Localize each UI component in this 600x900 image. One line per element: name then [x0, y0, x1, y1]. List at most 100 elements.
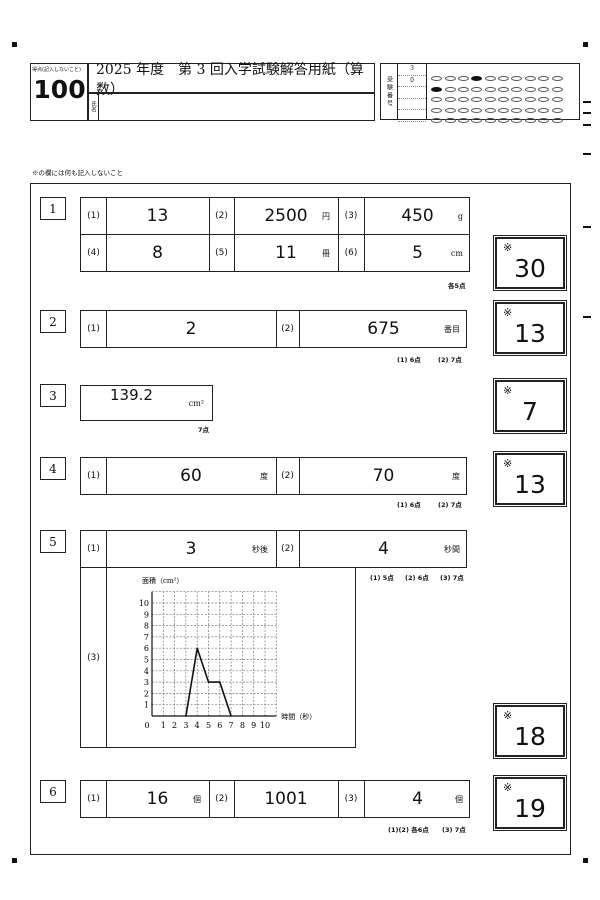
total-score-box: 得点(記入しないこと) 100 — [30, 63, 89, 121]
digit-bubble[interactable] — [471, 86, 483, 92]
digit-bubble[interactable] — [457, 107, 469, 113]
digit-bubble[interactable] — [471, 97, 483, 102]
answer-field[interactable]: 13 — [106, 198, 210, 234]
digit-bubble[interactable] — [498, 86, 510, 92]
question-number: 4 — [40, 457, 66, 480]
exam-digit: 0 — [398, 76, 426, 87]
digit-bubble[interactable] — [457, 76, 469, 81]
digit-bubble[interactable] — [457, 118, 469, 123]
item-label: (6) — [344, 248, 358, 258]
unit-label: 秒後 — [252, 544, 268, 554]
digit-bubble[interactable] — [484, 97, 496, 102]
digit-bubble[interactable] — [444, 76, 456, 81]
answer-value: 5 — [412, 243, 423, 263]
digit-bubble[interactable] — [431, 97, 443, 102]
digit-bubble[interactable] — [524, 86, 536, 92]
item-label: (1) — [87, 324, 100, 334]
digit-bubble[interactable] — [498, 97, 510, 102]
digit-bubble[interactable] — [511, 118, 523, 123]
digit-bubble[interactable] — [498, 118, 510, 123]
digit-bubble[interactable] — [484, 86, 496, 92]
digit-bubble[interactable] — [538, 97, 550, 102]
y-tick-label: 1 — [144, 701, 149, 710]
answer-value: 1001 — [264, 789, 308, 809]
digit-bubble[interactable] — [457, 97, 469, 102]
digit-bubble[interactable] — [471, 76, 483, 81]
unit-label: 番目 — [444, 324, 460, 334]
score-box-q4: ※13 — [495, 453, 565, 505]
digit-bubble[interactable] — [457, 86, 469, 92]
digit-bubble[interactable] — [551, 107, 563, 113]
digit-bubble[interactable] — [551, 97, 563, 102]
score-box-q6: ※19 — [495, 777, 565, 829]
answer-value: 8 — [152, 243, 163, 263]
digit-bubble[interactable] — [484, 118, 496, 123]
y-tick-label: 6 — [144, 644, 149, 653]
data-point — [230, 715, 232, 717]
digit-bubble[interactable] — [444, 107, 456, 113]
digit-bubble[interactable] — [511, 86, 523, 92]
unit-label: 円 — [322, 211, 330, 221]
bubble-row — [427, 98, 579, 113]
digit-bubble[interactable] — [551, 76, 563, 81]
question-number: 2 — [40, 310, 66, 333]
points-note: (1)(2) 各6点 — [388, 826, 429, 834]
digit-bubble[interactable] — [538, 107, 550, 113]
digit-bubble[interactable] — [431, 107, 443, 113]
unit-label: cm — [450, 248, 463, 258]
answer-field[interactable]: 1001 — [234, 781, 339, 817]
digit-bubble[interactable] — [484, 76, 496, 81]
digit-bubble[interactable] — [444, 118, 456, 123]
item-label: (3) — [344, 211, 358, 221]
item-label: (1) — [87, 544, 100, 554]
answer-field[interactable]: 2 — [106, 311, 277, 347]
digit-bubble[interactable] — [511, 107, 523, 113]
digit-bubble[interactable] — [524, 76, 536, 81]
digit-bubble[interactable] — [524, 118, 536, 123]
digit-bubble[interactable] — [444, 86, 456, 92]
points-note: (1) 6点 — [397, 501, 421, 509]
digit-bubble[interactable] — [551, 118, 563, 123]
digit-bubble[interactable] — [538, 118, 550, 123]
digit-bubble[interactable] — [524, 97, 536, 102]
answer-field[interactable]: 8 — [106, 235, 210, 271]
digit-bubble[interactable] — [498, 107, 510, 113]
digit-bubble[interactable] — [511, 76, 523, 81]
digit-bubble[interactable] — [471, 107, 483, 113]
digit-bubble[interactable] — [498, 76, 510, 81]
digit-bubble[interactable] — [471, 118, 483, 123]
digit-bubble[interactable] — [431, 76, 443, 81]
unit-label: 個 — [193, 794, 201, 804]
digit-bubble[interactable] — [484, 107, 496, 113]
digit-bubble[interactable] — [551, 86, 563, 92]
score-box-q3: ※7 — [495, 380, 565, 432]
question-number: 3 — [40, 384, 66, 407]
digit-bubble[interactable] — [431, 86, 443, 92]
exam-digit — [398, 99, 426, 110]
digit-bubble[interactable] — [538, 86, 550, 92]
name-field[interactable]: 氏名 — [87, 92, 375, 121]
answer-field[interactable]: 5 cm — [364, 235, 471, 271]
y-tick-label: 2 — [144, 689, 149, 698]
score-value: 7 — [522, 397, 538, 426]
points-note: (3) 7点 — [442, 826, 466, 834]
digit-bubble[interactable] — [538, 76, 550, 81]
digit-bubble[interactable] — [444, 97, 456, 102]
digit-bubble[interactable] — [524, 107, 536, 113]
digit-bubble[interactable] — [431, 118, 443, 123]
x-tick-label: 8 — [240, 721, 245, 730]
digit-bubble[interactable] — [511, 97, 523, 102]
